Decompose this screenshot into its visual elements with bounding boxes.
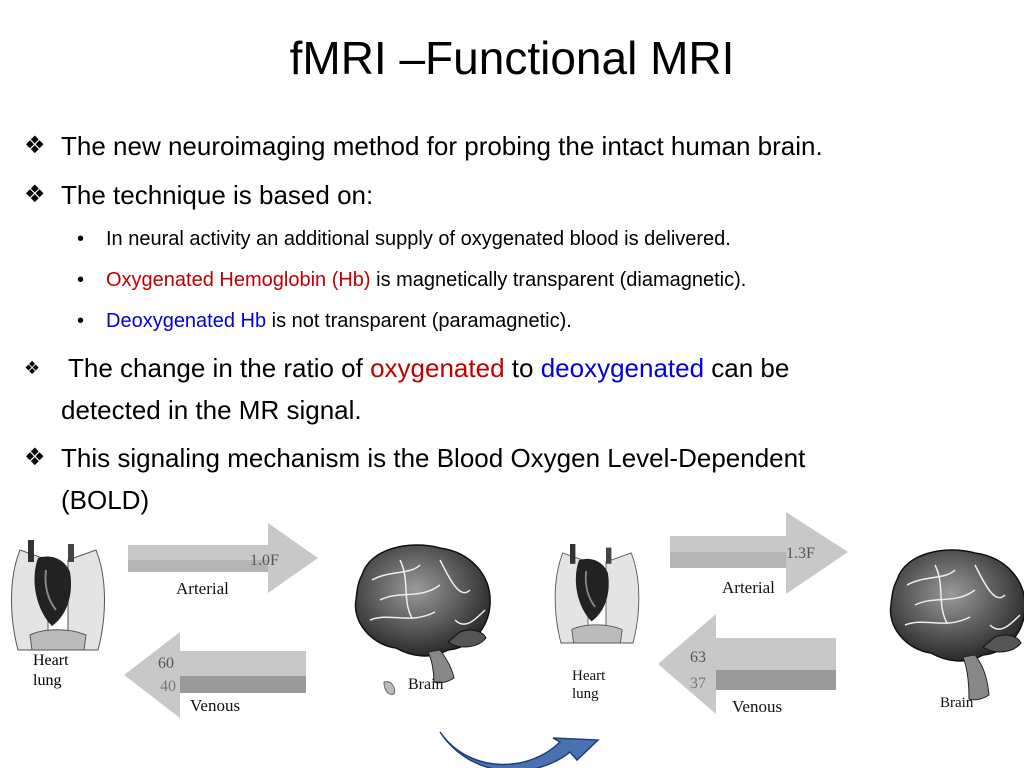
bullet-text: The technique is based on: <box>61 180 374 210</box>
arterial-arrow <box>128 523 318 593</box>
bullet-marker-icon: ❖ <box>24 358 41 378</box>
ratio-text-before: The change in the ratio of <box>68 353 371 383</box>
arterial-value: 1.3F <box>786 545 815 562</box>
venous-label: Venous <box>732 697 782 716</box>
sub-bullet-text: In neural activity an additional supply … <box>106 228 731 250</box>
slide-title: fMRI –Functional MRI <box>289 32 735 84</box>
sub-bullet-marker-icon: • <box>77 310 85 332</box>
sub-bullet-rest: is magnetically transparent (diamagnetic… <box>370 269 747 291</box>
bullet-text: This signaling mechanism is the Blood Ox… <box>61 443 806 473</box>
arterial-value: 1.0F <box>250 552 279 569</box>
venous-arrow <box>124 632 306 718</box>
oxygenated-word: oxygenated <box>370 353 505 383</box>
heart-lung-icon <box>11 540 105 651</box>
arterial-label: Arterial <box>722 578 775 597</box>
bullet-text: detected in the MR signal. <box>61 395 362 425</box>
brain-icon <box>889 549 1024 701</box>
venous-value-2: 37 <box>690 675 706 692</box>
bullet-marker-icon: ❖ <box>24 444 46 471</box>
sub-bullet-text: Oxygenated Hemoglobin (Hb) is magnetical… <box>106 265 746 295</box>
deoxygenated-word: deoxygenated <box>540 353 705 383</box>
heart-lung-icon <box>554 544 640 644</box>
venous-label: Venous <box>190 696 240 715</box>
heart-label: Heart <box>33 652 69 669</box>
oxygenated-hb-highlight: Oxygenated Hemoglobin (Hb) <box>106 269 371 291</box>
ratio-text-middle: to <box>504 353 541 383</box>
sub-bullet-rest: is not transparent (paramagnetic). <box>266 310 572 332</box>
bullet-marker-icon: ❖ <box>24 181 46 208</box>
venous-arrow <box>658 614 836 714</box>
curved-arrow-icon <box>439 731 600 768</box>
bullet-text: The new neuroimaging method for probing … <box>61 131 823 161</box>
lung-label: lung <box>33 672 61 689</box>
heart-label: Heart <box>572 668 606 684</box>
arterial-label: Arterial <box>176 579 229 598</box>
bullet-text: (BOLD) <box>61 485 150 515</box>
venous-value-1: 60 <box>158 655 174 672</box>
deoxygenated-hb-highlight: Deoxygenated Hb <box>106 310 267 332</box>
venous-value-2: 40 <box>160 678 176 695</box>
bullet-marker-icon: ❖ <box>24 132 46 159</box>
brain-icon <box>354 544 491 695</box>
arterial-arrow <box>670 512 848 594</box>
sub-bullet-marker-icon: • <box>77 269 85 291</box>
bullet-text: The change in the ratio of oxygenated to… <box>68 347 988 389</box>
brain-label: Brain <box>940 695 974 711</box>
venous-value-1: 63 <box>690 649 706 666</box>
brain-label: Brain <box>408 676 444 693</box>
sub-bullet-marker-icon: • <box>77 228 85 250</box>
sub-bullet-text: Deoxygenated Hb is not transparent (para… <box>106 306 572 336</box>
ratio-text-after: can be <box>704 353 790 383</box>
lung-label: lung <box>572 686 599 702</box>
